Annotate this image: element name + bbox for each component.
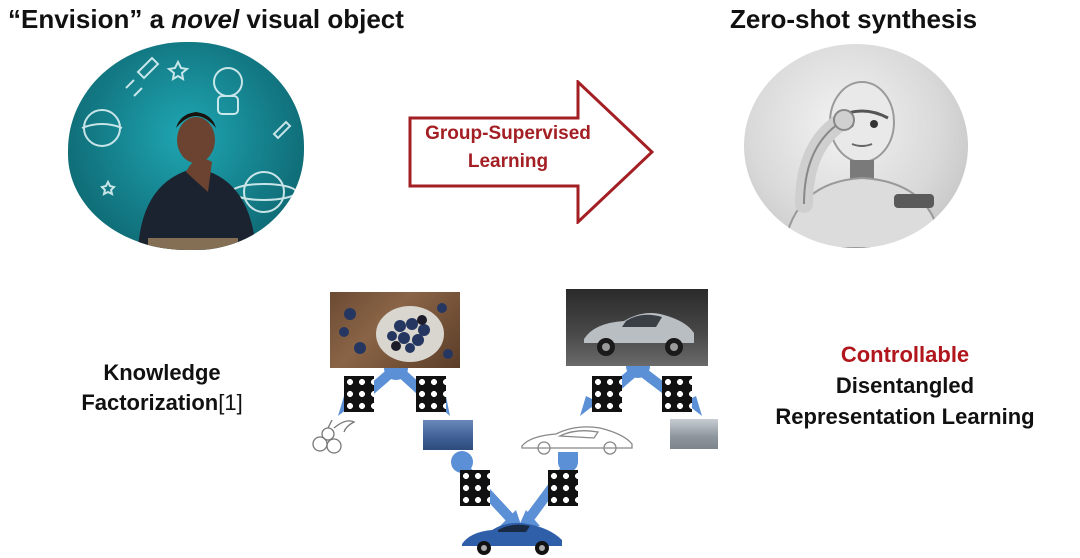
controllable-line3: Representation Learning <box>775 404 1035 429</box>
encoder-block-bb-left <box>344 376 374 412</box>
boy-imagining-image <box>81 56 297 250</box>
envision-title-italic: novel <box>171 4 240 34</box>
car-sketch <box>521 426 633 455</box>
node-lower-left <box>451 451 473 473</box>
encoder-block-car-left <box>592 376 622 412</box>
envision-title-prefix: “Envision” a <box>8 4 172 34</box>
thinking-robot-image <box>782 81 944 248</box>
knowledge-line1: Knowledge <box>103 360 221 385</box>
berry-sketch <box>312 419 356 454</box>
encoder-block-lower-left <box>460 470 490 506</box>
generated-blue-car <box>462 522 562 555</box>
arrow-shape <box>408 78 655 226</box>
controllable-line2: Disentangled <box>835 373 975 398</box>
thinking-robot-illustration <box>744 44 968 248</box>
silver-car-photo <box>566 289 708 366</box>
encoder-block-lower-right <box>548 470 578 506</box>
silver-car-image <box>584 313 694 356</box>
envision-title-suffix: visual object <box>239 4 404 34</box>
group-supervised-arrow: Group-Supervised Learning <box>408 78 655 226</box>
blueberry-image <box>339 303 453 362</box>
knowledge-factorization-label: Knowledge Factorization[1] <box>62 358 262 418</box>
citation-ref: [1] <box>218 390 243 415</box>
zero-shot-title: Zero-shot synthesis <box>730 4 978 34</box>
gray-color-swatch <box>670 419 718 449</box>
envision-title: “Envision” a novel visual object <box>8 4 404 35</box>
controllable-label: Controllable Disentangled Representation… <box>760 339 1050 432</box>
controllable-line1: Controllable <box>840 342 970 367</box>
boy-imagining-illustration <box>68 42 304 250</box>
knowledge-line2: Factorization[1] <box>62 388 262 418</box>
blue-color-swatch <box>423 420 473 450</box>
encoder-block-bb-right <box>416 376 446 412</box>
arrow-label-line1: Group-Supervised <box>425 123 591 144</box>
encoder-block-car-right <box>662 376 692 412</box>
blueberry-bowl-photo <box>330 292 460 368</box>
arrow-label: Group-Supervised Learning <box>408 120 608 176</box>
arrow-label-line2: Learning <box>467 151 549 172</box>
node-lower-right <box>558 452 578 472</box>
knowledge-line2-text: Factorization <box>81 390 219 415</box>
